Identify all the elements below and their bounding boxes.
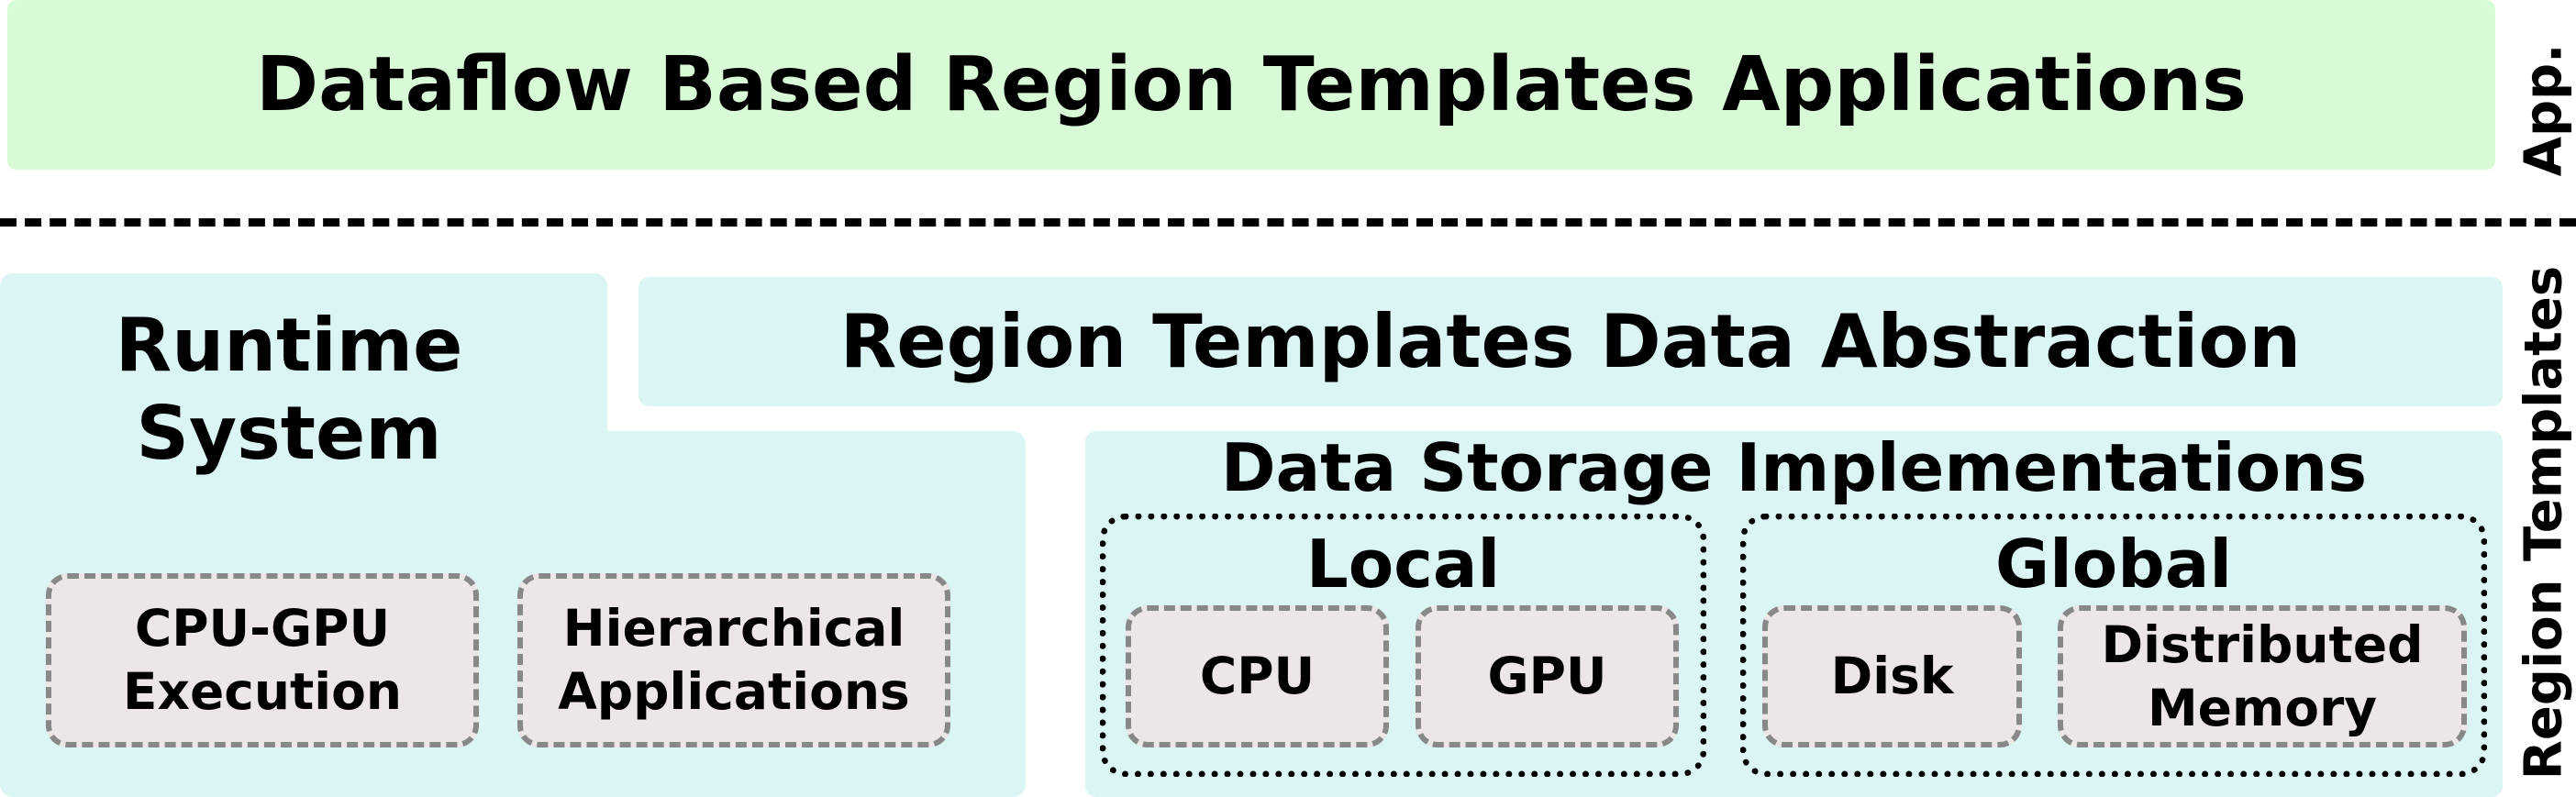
runtime-system-title-line1: Runtime [115, 303, 463, 388]
distributed-memory-box: Distributed Memory [2058, 605, 2467, 747]
hierarchical-applications-box: Hierarchical Applications [517, 573, 950, 747]
local-cpu-label: CPU [1199, 647, 1316, 706]
local-storage-label: Local [1305, 526, 1501, 603]
local-gpu-label: GPU [1487, 647, 1607, 706]
application-layer-panel [7, 0, 2495, 170]
local-gpu-box: GPU [1416, 605, 1679, 747]
app-side-label: App. [2514, 43, 2574, 177]
data-abstraction-panel: Region Templates Data Abstraction [638, 277, 2503, 406]
local-cpu-box: CPU [1126, 605, 1389, 747]
layer-divider [0, 218, 2576, 227]
hierarchical-applications-line1: Hierarchical [562, 599, 905, 659]
runtime-system-title-line2: System [136, 391, 442, 476]
local-storage-group [1100, 514, 1706, 777]
distributed-memory-line2: Memory [2147, 678, 2378, 737]
region-templates-side-label: Region Templates [2514, 265, 2574, 780]
cpu-gpu-execution-line1: CPU-GPU [134, 599, 391, 659]
global-storage-label: Global [1994, 526, 2233, 603]
cpu-gpu-execution-line2: Execution [122, 662, 403, 721]
distributed-memory-line1: Distributed [2101, 614, 2424, 674]
region-templates-side-label-area: Region Templates [2512, 248, 2576, 797]
global-disk-box: Disk [1762, 605, 2022, 747]
cpu-gpu-execution-box: CPU-GPU Execution [46, 573, 479, 747]
data-storage-title: Data Storage Implementations [1220, 429, 2368, 506]
application-layer-title: Dataflow Based Region Templates Applicat… [256, 41, 2247, 128]
runtime-system-title: Runtime System [0, 284, 578, 495]
hierarchical-applications-line2: Applications [558, 662, 910, 721]
app-side-label-area: App. [2512, 0, 2576, 220]
data-abstraction-title: Region Templates Data Abstraction [839, 299, 2302, 384]
global-disk-label: Disk [1830, 647, 1954, 706]
global-storage-group [1740, 514, 2487, 777]
